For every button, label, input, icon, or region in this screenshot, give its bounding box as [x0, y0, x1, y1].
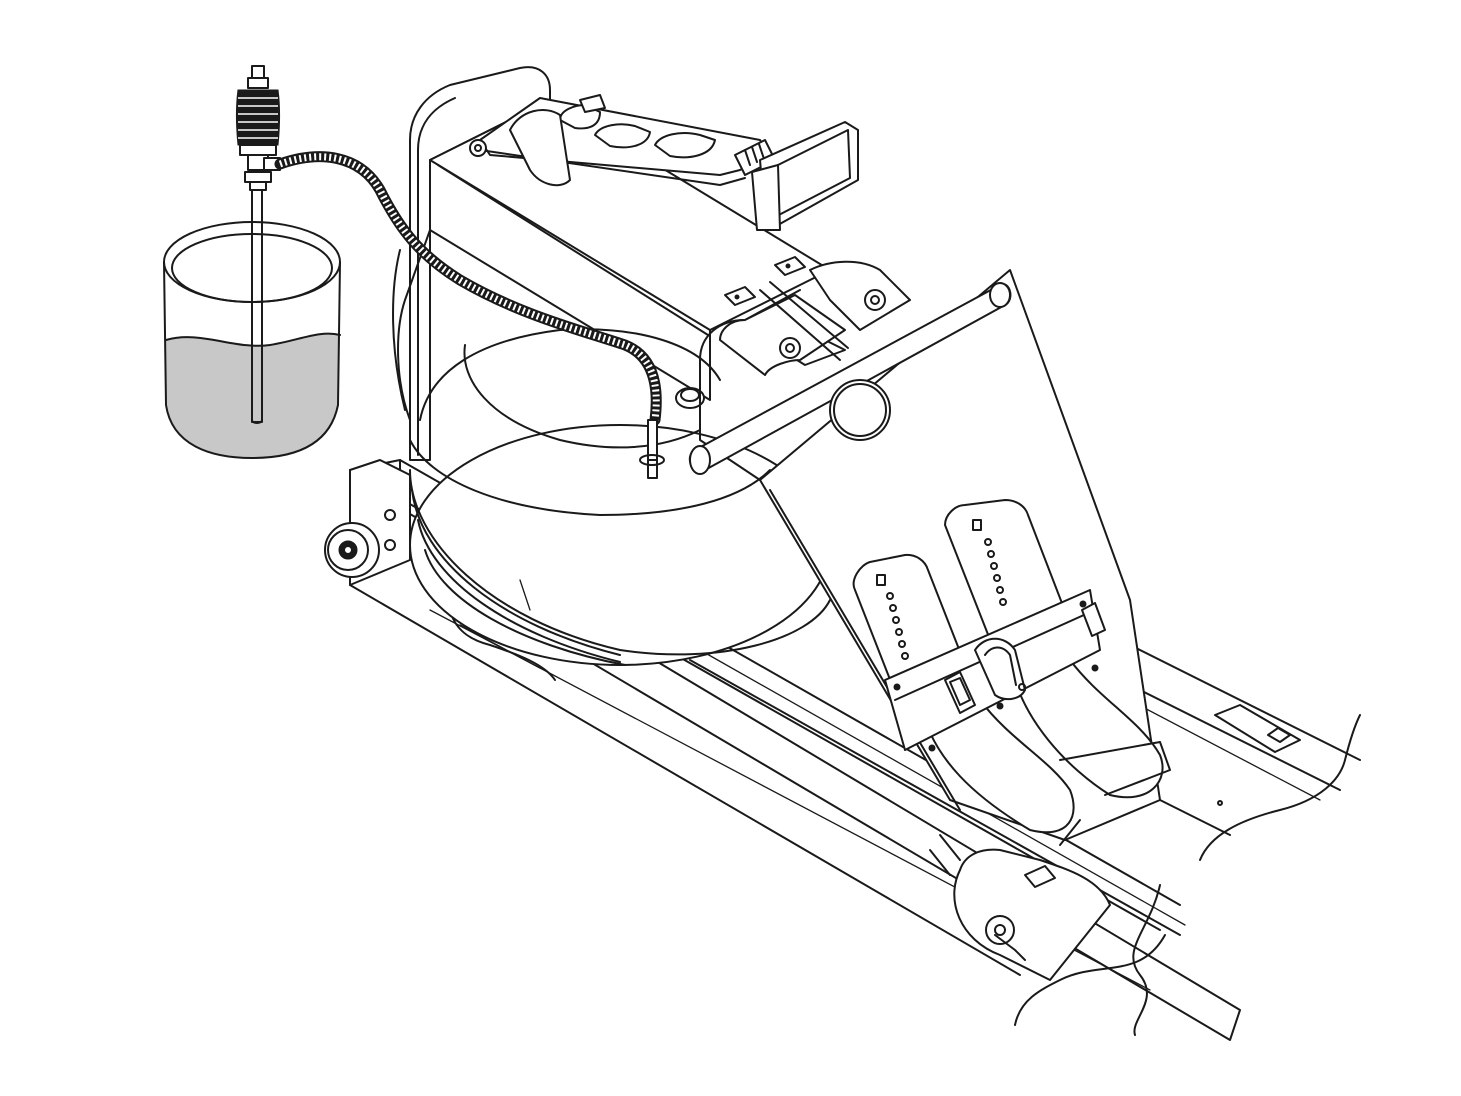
foot-straps [884, 589, 1106, 752]
water-tank [409, 328, 831, 666]
siphon-pump [236, 65, 281, 424]
footplate-holes-left [876, 574, 909, 660]
footplate-holes-right [972, 519, 1007, 606]
front-wheel [324, 459, 411, 586]
phone-holder [469, 94, 859, 231]
corrugated-hose [274, 151, 665, 479]
handle-bar [688, 256, 1012, 475]
